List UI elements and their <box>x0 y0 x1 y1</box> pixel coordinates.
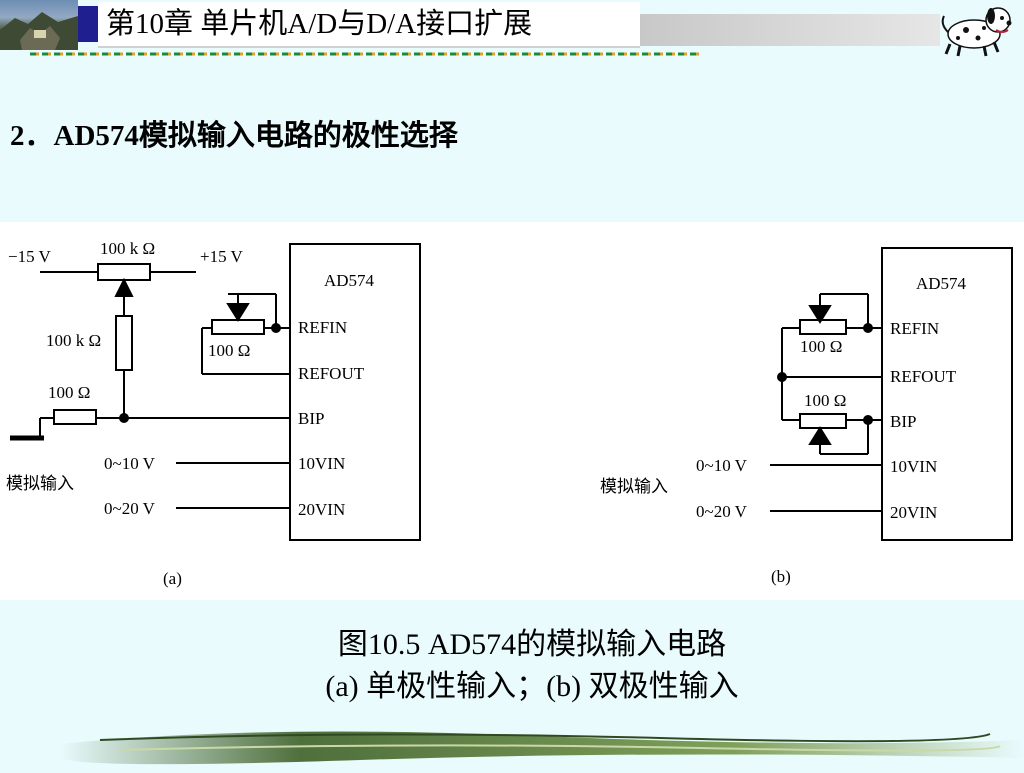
chapter-title-box: 第10章 单片机A/D与D/A接口扩展 <box>98 2 640 48</box>
figure-caption: 图10.5 AD574的模拟输入电路 (a) 单极性输入；(b) 双极性输入 <box>0 624 1024 708</box>
range-b-1-label: 0~10 V <box>696 456 748 475</box>
range-b-2-label: 0~20 V <box>696 502 748 521</box>
supply-negative-label: −15 V <box>8 247 52 266</box>
trim-pot-a-label: 100 Ω <box>208 341 250 360</box>
chip-a-label: AD574 <box>324 271 375 290</box>
trim-pot-b1-label: 100 Ω <box>800 337 842 356</box>
circuit-b <box>770 247 1013 541</box>
chip-a-pin-10vin: 10VIN <box>298 454 345 473</box>
sub-label-b: (b) <box>771 567 791 586</box>
range-a-2-label: 0~20 V <box>104 499 156 518</box>
pot-top-label: 100 k Ω <box>100 239 155 258</box>
chip-a-pin-bip: BIP <box>298 409 324 428</box>
resistor-a-mid <box>115 315 133 371</box>
pot-b-top <box>799 319 847 335</box>
resistor-a-low <box>53 409 97 425</box>
resistor-mid-label: 100 k Ω <box>46 331 101 350</box>
chapter-title: 第10章 单片机A/D与D/A接口扩展 <box>106 8 533 40</box>
slide-header: 第10章 单片机A/D与D/A接口扩展 <box>0 0 1024 62</box>
dalmatian-dog-icon <box>936 0 1018 58</box>
chip-b-pin-bip: BIP <box>890 412 916 431</box>
chip-b-pin-refin: REFIN <box>890 319 939 338</box>
header-photo-image <box>0 0 78 50</box>
pot-a-top <box>97 263 151 281</box>
chip-a-pin-refin: REFIN <box>298 318 347 337</box>
input-group-b-label: 模拟输入 <box>600 477 668 496</box>
header-dashed-divider <box>30 52 700 56</box>
pot-b-bottom <box>799 413 847 429</box>
caption-line-1: 图10.5 AD574的模拟输入电路 <box>337 628 727 661</box>
supply-positive-label: +15 V <box>200 247 244 266</box>
pot-a-trim <box>211 319 265 335</box>
caption-line-2: (a) 单极性输入；(b) 双极性输入 <box>325 670 739 703</box>
input-group-a-label: 模拟输入 <box>6 474 74 493</box>
trim-pot-b2-label: 100 Ω <box>804 391 846 410</box>
footer-grass-decoration <box>60 714 1024 768</box>
chip-b-pin-refout: REFOUT <box>890 367 957 386</box>
chip-a-pin-20vin: 20VIN <box>298 500 345 519</box>
section-heading: 2．AD574模拟输入电路的极性选择 <box>10 120 458 152</box>
range-a-1-label: 0~10 V <box>104 454 156 473</box>
header-fade-bar <box>640 14 940 46</box>
chip-b-box <box>881 247 1013 541</box>
circuit-a <box>10 243 421 541</box>
chip-b-pin-20vin: 20VIN <box>890 503 937 522</box>
circuit-figure: AD574 REFIN REFOUT BIP 10VIN 20VIN −15 V… <box>0 222 1024 600</box>
resistor-low-label: 100 Ω <box>48 383 90 402</box>
chip-b-label: AD574 <box>916 274 967 293</box>
chip-a-pin-refout: REFOUT <box>298 364 365 383</box>
sub-label-a: (a) <box>163 569 182 588</box>
chip-a-box <box>289 243 421 541</box>
chip-b-pin-10vin: 10VIN <box>890 457 937 476</box>
header-accent-bar <box>78 6 98 42</box>
